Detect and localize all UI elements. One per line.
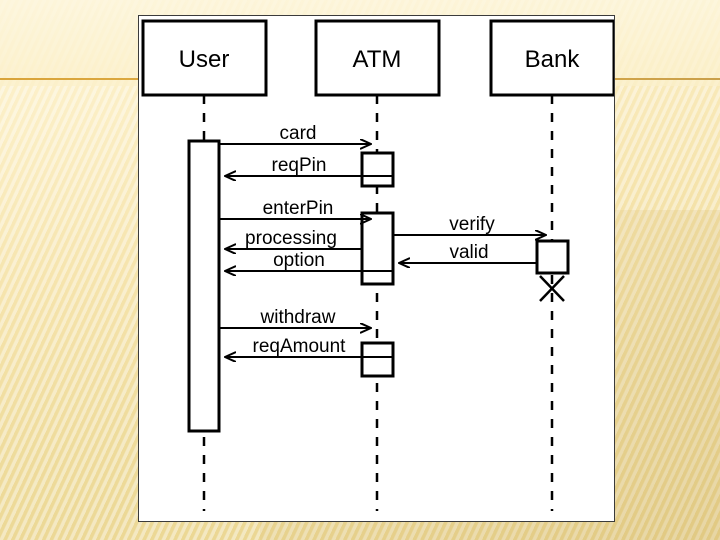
message-label: reqPin [272, 155, 327, 176]
participant-atm[interactable]: ATM [314, 19, 441, 97]
message-label: withdraw [260, 307, 336, 328]
message-label: processing [245, 228, 337, 249]
activation-bar-atm-3[interactable] [360, 341, 395, 378]
participant-user[interactable]: User [141, 19, 268, 97]
message-valid[interactable]: valid [399, 242, 537, 263]
message-processing[interactable]: processing [225, 228, 362, 249]
message-reqamount[interactable]: reqAmount [225, 336, 393, 357]
participant-bank[interactable]: Bank [489, 19, 614, 97]
participant-label-atm: ATM [353, 46, 402, 73]
participant-box [489, 19, 614, 97]
message-reqpin[interactable]: reqPin [225, 155, 393, 176]
lifelines [202, 95, 554, 511]
message-label: valid [449, 242, 488, 263]
message-card[interactable]: card [219, 123, 371, 144]
activation-bar-bank[interactable] [535, 239, 570, 275]
message-label: enterPin [263, 198, 334, 219]
message-verify[interactable]: verify [393, 214, 546, 235]
participant-label-user: User [179, 46, 230, 73]
activation-bar-atm-1[interactable] [360, 151, 395, 188]
message-label: verify [449, 214, 495, 235]
participant-box [141, 19, 268, 97]
message-label: reqAmount [253, 336, 347, 357]
message-option[interactable]: option [225, 250, 393, 271]
activation-bar-user[interactable] [187, 139, 221, 433]
message-enterpin[interactable]: enterPin [219, 198, 371, 219]
message-withdraw[interactable]: withdraw [219, 307, 371, 328]
activation-bar-atm-2[interactable] [360, 211, 395, 286]
sequence-diagram-canvas: User ATM Bank [138, 15, 615, 522]
participant-label-bank: Bank [525, 46, 581, 73]
message-label: option [273, 250, 325, 271]
participant-box [314, 19, 441, 97]
destruction-marker-bank [539, 275, 565, 302]
message-label: card [280, 123, 317, 144]
